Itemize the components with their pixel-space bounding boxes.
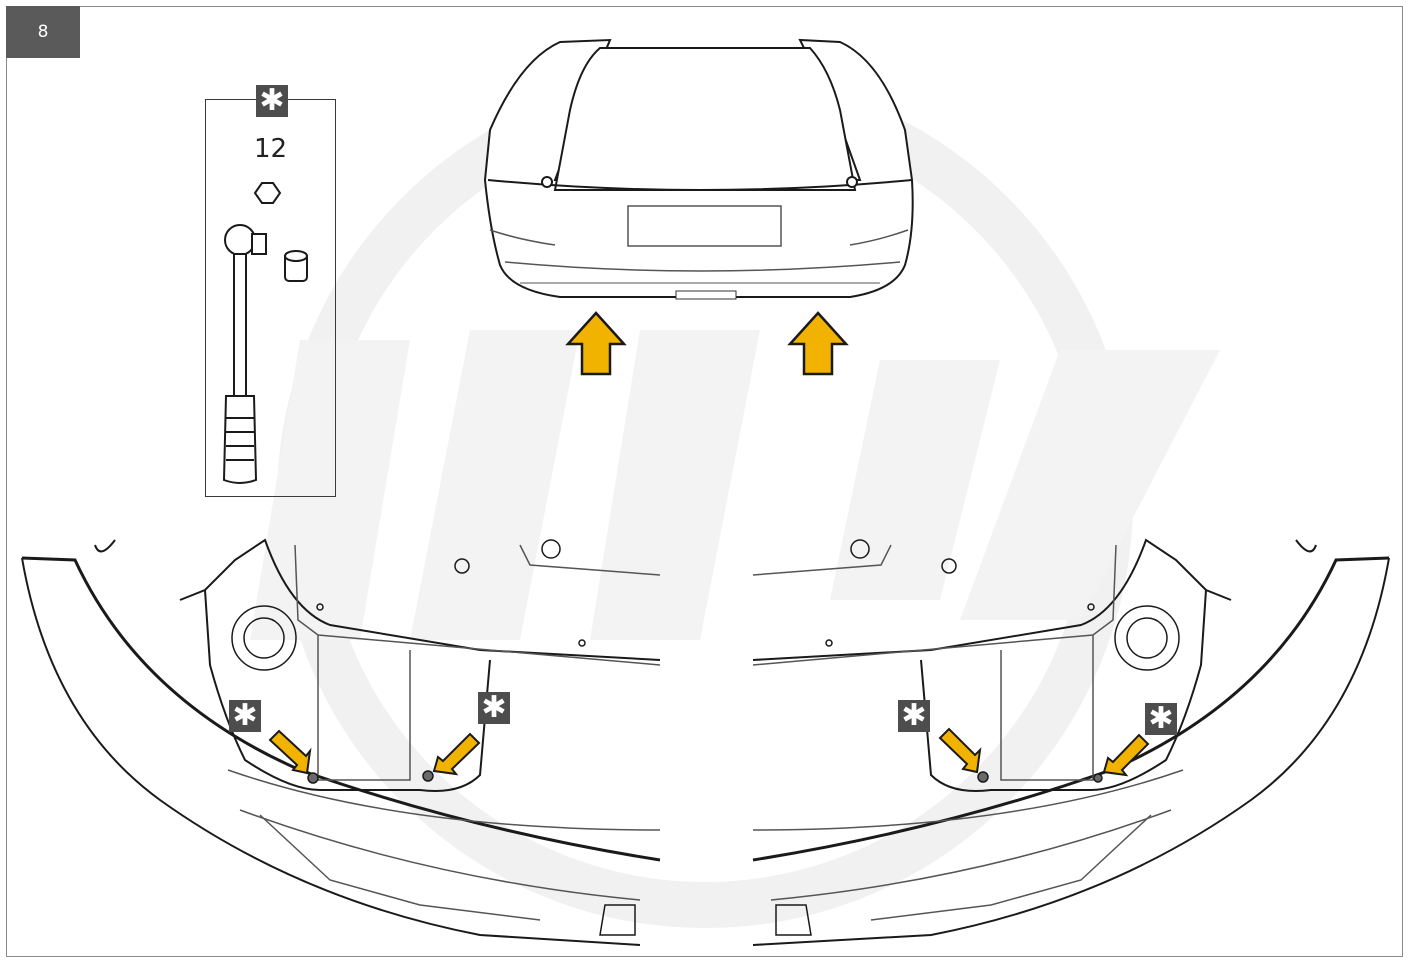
bolt-points: [307, 770, 1103, 784]
bolt-arrow-left-inner: [432, 732, 481, 776]
up-arrow-right: [787, 311, 849, 376]
bolt-arrow-right-outer: [1102, 733, 1150, 777]
bumper-underside-left: [21, 538, 661, 946]
up-arrow-left: [565, 311, 627, 376]
bolt-left-inner: [422, 770, 434, 782]
callout-star-icon-right-inner: ✱: [898, 700, 930, 732]
bolt-arrow-right-inner: [938, 727, 982, 774]
tool-panel: 12: [205, 99, 336, 497]
car-rear-illustration: [483, 38, 914, 300]
bolt-right-outer: [1093, 773, 1103, 783]
watermark-letters: [250, 330, 1220, 640]
ratchet-socket-tool: [222, 182, 308, 484]
tool-star-icon: ✱: [256, 85, 288, 117]
callout-star-icon-right-outer: ✱: [1145, 703, 1177, 735]
bumper-underside-right: [752, 538, 1390, 946]
diagram-frame: [6, 6, 1403, 957]
callout-star-icon-left-inner: ✱: [478, 692, 510, 724]
bolt-right-inner: [977, 771, 989, 783]
callout-star-icon-left-outer: ✱: [229, 700, 261, 732]
bolt-left-outer: [307, 772, 319, 784]
step-number-badge: 8: [6, 6, 80, 58]
bolt-arrow-left-outer: [268, 729, 312, 775]
socket-size-label: 12: [253, 134, 288, 164]
